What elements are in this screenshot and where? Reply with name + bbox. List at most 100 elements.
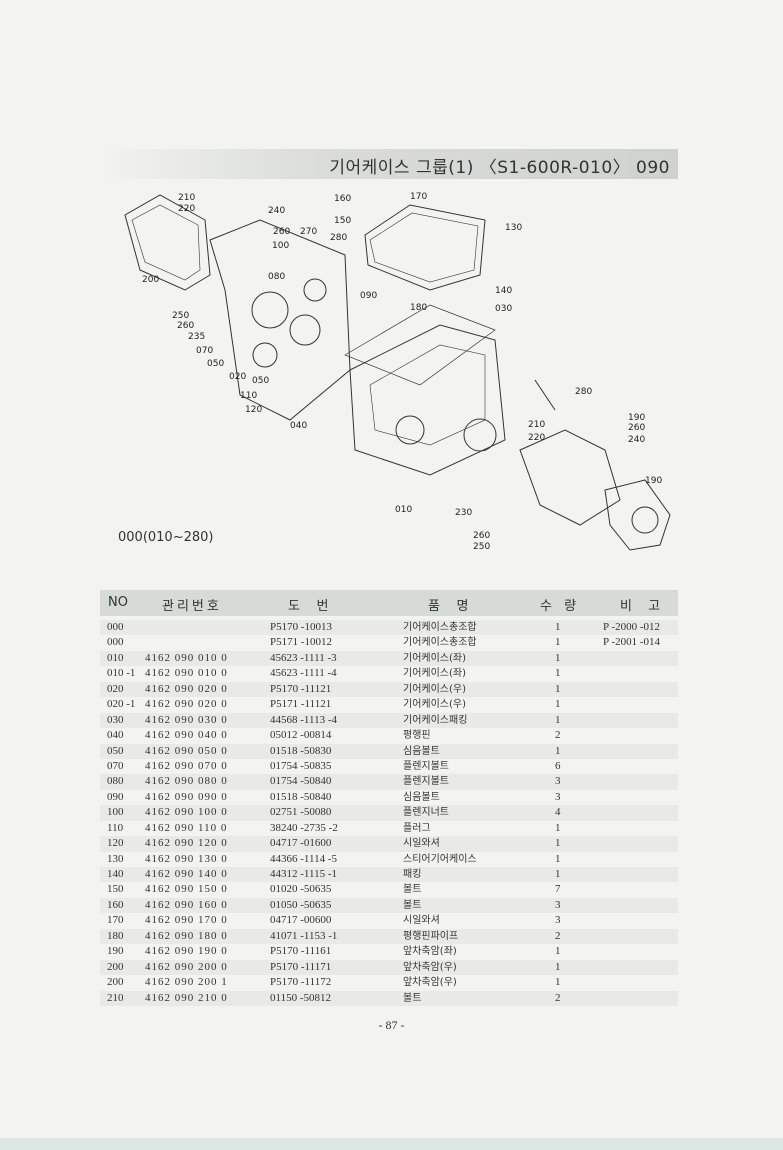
- management-number: 4162 090 050 0: [145, 744, 228, 757]
- callout-label: 020: [229, 372, 247, 382]
- callout-label: 110: [240, 391, 258, 401]
- callout-label: 260: [628, 423, 646, 433]
- part-number: 010 -1: [107, 667, 136, 680]
- part-name: 기어케이스(우): [403, 683, 467, 695]
- callout-label: 050: [252, 376, 270, 386]
- callout-label: 235: [188, 332, 206, 342]
- management-number: 4162 090 110 0: [145, 821, 228, 834]
- part-number: 000: [107, 621, 124, 633]
- callout-label: 210: [178, 193, 196, 203]
- part-name: 플렌지볼트: [403, 760, 449, 772]
- part-number: 170: [107, 914, 124, 927]
- header-no: NO: [108, 595, 128, 610]
- callout-label: 010: [395, 505, 413, 515]
- header-drawing-number: 도 번: [288, 599, 329, 614]
- callout-label: 230: [455, 508, 473, 518]
- drawing-number: P5170 -11121: [270, 682, 332, 695]
- quantity: 1: [555, 651, 561, 664]
- drawing-number: 44568 -1113 -4: [270, 713, 338, 726]
- quantity: 1: [555, 960, 561, 973]
- drawing-number: 04717 -00600: [270, 914, 332, 927]
- management-number: 4162 090 170 0: [145, 914, 228, 927]
- quantity: 1: [555, 682, 561, 695]
- quantity: 3: [555, 775, 561, 788]
- part-number: 140: [107, 868, 124, 880]
- management-number: 4162 090 020 0: [145, 682, 228, 695]
- callout-label: 180: [410, 303, 428, 313]
- part-number: 100: [107, 806, 124, 819]
- quantity: 1: [555, 667, 561, 680]
- part-name: 플렌지너트: [403, 807, 449, 819]
- callout-label: 040: [290, 421, 308, 431]
- gearcase-drawing: [124, 194, 671, 551]
- drawing-number: 44312 -1115 -1: [270, 868, 338, 880]
- table-header: NO 관리번호 도 번 품 명 수 량 비 고: [100, 590, 678, 616]
- quantity: 1: [555, 698, 561, 711]
- part-number: 030: [107, 713, 124, 726]
- quantity: 4: [555, 806, 561, 819]
- part-name: 기어케이스총조합: [403, 622, 477, 633]
- management-number: 4162 090 020 0: [145, 698, 228, 711]
- management-number: 4162 090 150 0: [145, 883, 228, 896]
- quantity: 3: [555, 790, 561, 803]
- drawing-number: 44366 -1114 -5: [270, 852, 338, 865]
- quantity: 3: [555, 914, 561, 927]
- part-name: 앞차축암(좌): [403, 946, 457, 958]
- callout-label: 200: [142, 275, 160, 285]
- quantity: 7: [555, 883, 561, 896]
- part-number: 210: [107, 991, 124, 1004]
- part-number: 180: [107, 929, 124, 942]
- callout-label: 090: [360, 291, 378, 301]
- drawing-number: 01050 -50635: [270, 898, 332, 911]
- part-name: 볼트: [403, 884, 422, 896]
- drawing-number: P5171 -11121: [270, 698, 332, 711]
- quantity: 6: [555, 759, 561, 772]
- part-number: 040: [107, 729, 124, 742]
- quantity: 1: [555, 713, 561, 726]
- callout-label: 280: [330, 233, 348, 243]
- quantity: 1: [555, 976, 561, 989]
- part-number: 160: [107, 898, 124, 911]
- management-number: 4162 090 070 0: [145, 759, 228, 772]
- page-title: 기어케이스 그룹(1) 〈S1-600R-010〉 090: [329, 158, 670, 178]
- callout-label: 080: [268, 272, 286, 282]
- callout-label: 280: [575, 387, 593, 397]
- quantity: 1: [555, 621, 561, 633]
- part-name: 기어케이스(우): [403, 699, 467, 711]
- management-number: 4162 090 130 0: [145, 852, 228, 865]
- part-name: 앞차축암(우): [403, 961, 457, 973]
- callout-label: 220: [528, 433, 546, 443]
- callout-label: 260: [177, 321, 195, 331]
- management-number: 4162 090 010 0: [145, 651, 228, 664]
- header-part-name: 품 명: [428, 599, 469, 614]
- management-number: 4162 090 210 0: [145, 991, 228, 1004]
- remark: P -2000 -012: [603, 621, 661, 633]
- header-quantity: 수 량: [540, 599, 581, 614]
- quantity: 2: [555, 729, 561, 742]
- drawing-number: 45623 -1111 -3: [270, 651, 337, 664]
- callout-label: 240: [628, 435, 646, 445]
- part-number: 200: [107, 960, 124, 973]
- drawing-number: P5170 -11172: [270, 976, 332, 989]
- part-number: 090: [107, 790, 124, 803]
- part-name: 스티어기어케이스: [403, 853, 477, 865]
- drawing-number: P5170 -10013: [270, 621, 333, 633]
- group-code-label: 000(010~280): [118, 530, 214, 545]
- callout-label: 260: [273, 227, 291, 237]
- drawing-number: 01754 -50835: [270, 759, 332, 772]
- part-number: 020 -1: [107, 698, 136, 711]
- management-number: 4162 090 100 0: [145, 806, 228, 819]
- quantity: 1: [555, 636, 561, 649]
- drawing-number: P5171 -10012: [270, 636, 333, 649]
- table-row: 020 -1 4162 090 020 0 P5171 -11121 기어케이스(우)…: [100, 697, 678, 712]
- drawing-number: 04717 -01600: [270, 837, 332, 850]
- callout-label: 210: [528, 420, 546, 430]
